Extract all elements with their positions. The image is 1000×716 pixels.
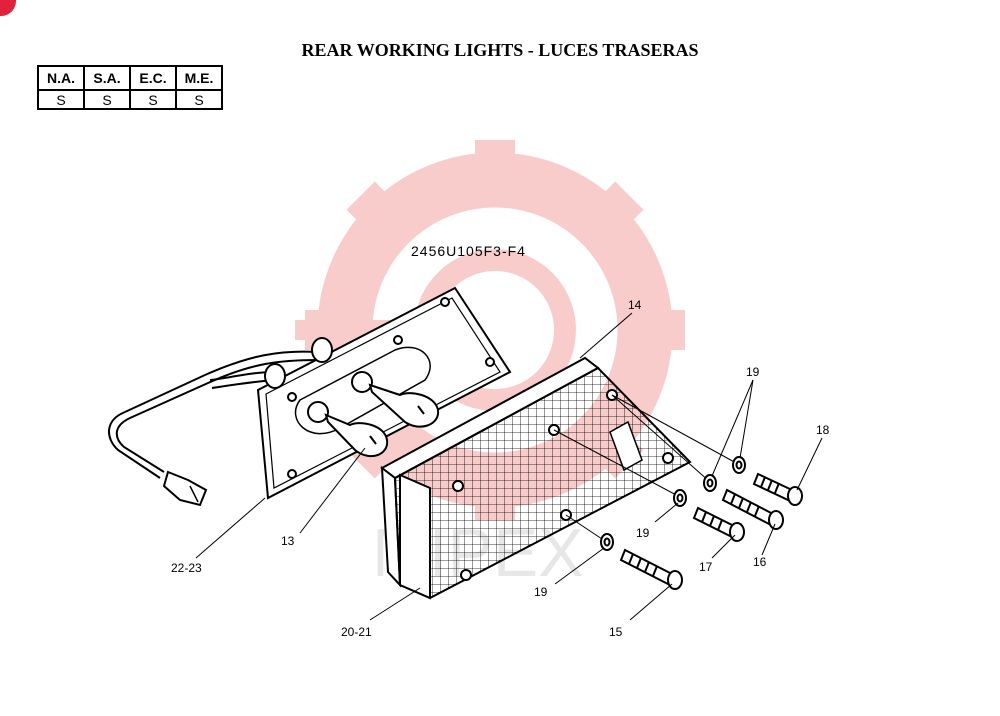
value-me: S <box>175 89 223 110</box>
wiring-harness <box>108 350 319 479</box>
callout-17: 17 <box>699 560 713 574</box>
header-ec: E.C. <box>129 65 177 91</box>
screw-17 <box>692 506 745 542</box>
bulb-sockets <box>264 337 333 389</box>
screw-15 <box>619 548 683 590</box>
washers <box>600 456 746 551</box>
callout-16: 16 <box>753 555 767 569</box>
page-title: REAR WORKING LIGHTS - LUCES TRASERAS <box>301 40 699 60</box>
header-sa: S.A. <box>83 65 131 91</box>
callout-14: 14 <box>628 298 642 312</box>
diagram-code: 2456U105F3-F4 <box>411 243 526 259</box>
screw-18 <box>752 472 803 506</box>
header-na: N.A. <box>37 65 85 91</box>
header-me: M.E. <box>175 65 223 91</box>
callout-22-23: 22-23 <box>171 561 202 575</box>
value-na: S <box>37 89 85 110</box>
callout-15: 15 <box>609 625 623 639</box>
applicability-header-row: N.A. S.A. E.C. M.E. <box>37 65 223 91</box>
applicability-table: N.A. S.A. E.C. M.E. S S S S <box>37 65 223 110</box>
callout-19-upper: 19 <box>746 365 760 379</box>
bulb-upper <box>351 371 440 428</box>
value-sa: S <box>83 89 131 110</box>
callout-20-21: 20-21 <box>341 625 372 639</box>
wiring-connector <box>162 470 208 507</box>
value-ec: S <box>129 89 177 110</box>
callout-19-middle: 19 <box>636 526 650 540</box>
bulb-lower <box>307 401 389 458</box>
assembly-axis-lines <box>553 394 739 542</box>
leader-lines <box>195 312 823 621</box>
applicability-value-row: S S S S <box>37 89 223 110</box>
screw-16 <box>721 488 784 530</box>
callout-19-lower: 19 <box>534 585 548 599</box>
callout-18: 18 <box>816 423 830 437</box>
callout-13: 13 <box>281 534 295 548</box>
